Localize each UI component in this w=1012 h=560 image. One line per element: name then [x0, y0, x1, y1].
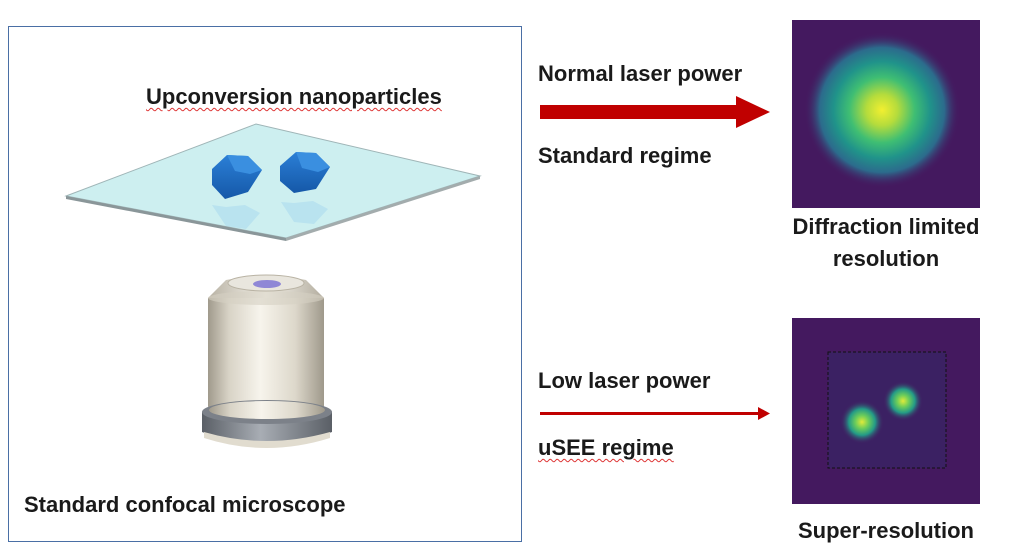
super-resolution-image [792, 318, 980, 504]
super-resolution-label: Super-resolution [797, 518, 974, 543]
usee-regime-text: uSEE regime [538, 435, 674, 460]
diffraction-limited-label: Diffraction limited resolution [776, 214, 996, 272]
nanoparticle-right [280, 152, 330, 224]
nanoparticle-left [212, 155, 262, 229]
arrow-normal-power [540, 96, 770, 128]
low-power-label: Low laser power [538, 368, 711, 393]
arrow-low-power [540, 407, 770, 420]
diffraction-limited-image [792, 20, 980, 208]
diffraction-limited-line1: Diffraction limited [792, 214, 980, 239]
standard-regime-label: Standard regime [538, 143, 712, 168]
nanoparticles-label: Upconversion nanoparticles [146, 84, 442, 110]
normal-power-label: Normal laser power [538, 61, 743, 86]
objective-lens [202, 274, 332, 448]
diffraction-limited-line2: resolution [832, 246, 940, 271]
usee-regime-label: uSEE regime [538, 435, 674, 461]
setup-panel [8, 26, 522, 542]
nanoparticles-label-text: Upconversion nanoparticles [146, 84, 442, 109]
glass-slide [64, 123, 482, 241]
microscope-label: Standard confocal microscope [24, 492, 346, 517]
